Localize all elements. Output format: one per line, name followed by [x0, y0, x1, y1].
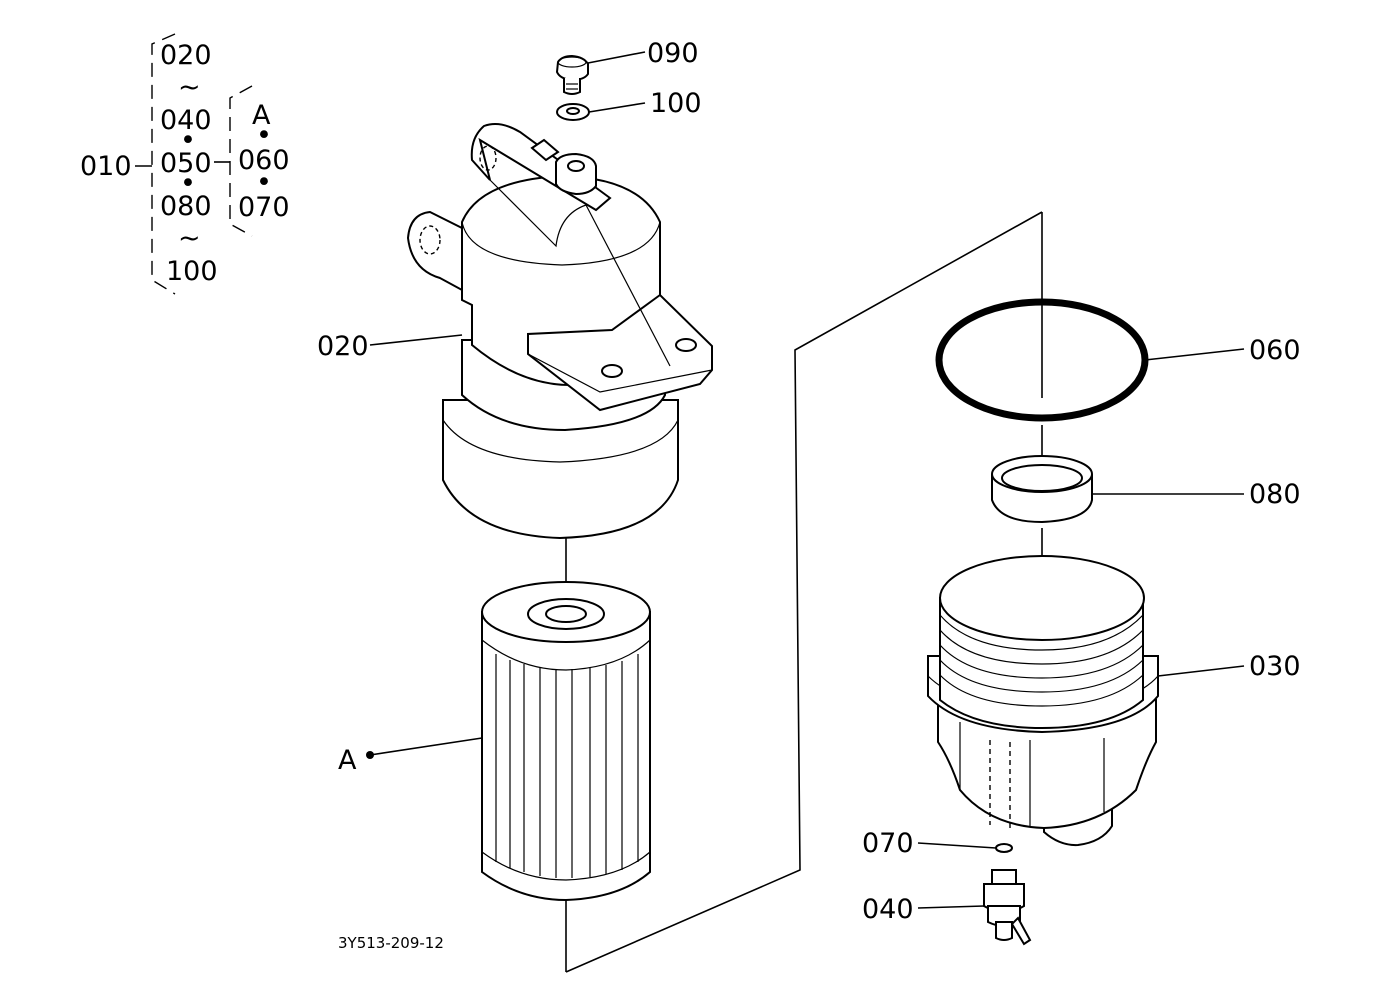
legend-group2-item: • [256, 167, 272, 198]
legend-assembly-number: 010 [80, 151, 132, 182]
leader-lines [366, 51, 1245, 909]
legend-group1-item: 100 [166, 256, 218, 287]
filter-head-020 [406, 123, 713, 540]
callout-060: 060 [1249, 335, 1301, 366]
legend-group1-item: 050 [160, 148, 212, 179]
legend-group2-item: 070 [238, 192, 290, 223]
washer-100 [556, 103, 590, 121]
legend-group1-item: • [180, 125, 196, 156]
drawing-code: 3Y513-209-12 [338, 934, 444, 952]
legend-group1-item: 020 [160, 40, 212, 71]
bolt-090 [555, 54, 589, 95]
legend-group1-item: 040 [160, 105, 212, 136]
legend-group1-item: ~ [178, 72, 201, 103]
callout-080: 080 [1249, 479, 1301, 510]
filter-element-a [481, 581, 651, 902]
legend-group2-item: A [252, 100, 271, 131]
legend-bracket-inner [229, 85, 253, 237]
parts-legend: 010 020 ~ 040 • 050 • 080 ~ 100 A • 060 … [80, 33, 290, 295]
legend-bracket-outer [151, 33, 176, 295]
section-frame-line [565, 211, 1043, 973]
callout-020: 020 [317, 331, 369, 362]
filter-case-030 [927, 555, 1159, 847]
callout-100: 100 [650, 88, 702, 119]
callout-040: 040 [862, 894, 914, 925]
legend-group2-item: • [256, 120, 272, 151]
legend-group2-item: 060 [238, 145, 290, 176]
legend-group1-item: 080 [160, 191, 212, 222]
legend-group1-item: • [180, 168, 196, 199]
callout-a: A [338, 745, 357, 776]
drain-plug-040 [983, 869, 1032, 946]
ring-080 [991, 455, 1093, 524]
legend-group1-item: ~ [178, 223, 201, 254]
callout-070: 070 [862, 828, 914, 859]
callout-030: 030 [1249, 651, 1301, 682]
o-ring-070 [995, 843, 1013, 853]
callout-090: 090 [647, 38, 699, 69]
